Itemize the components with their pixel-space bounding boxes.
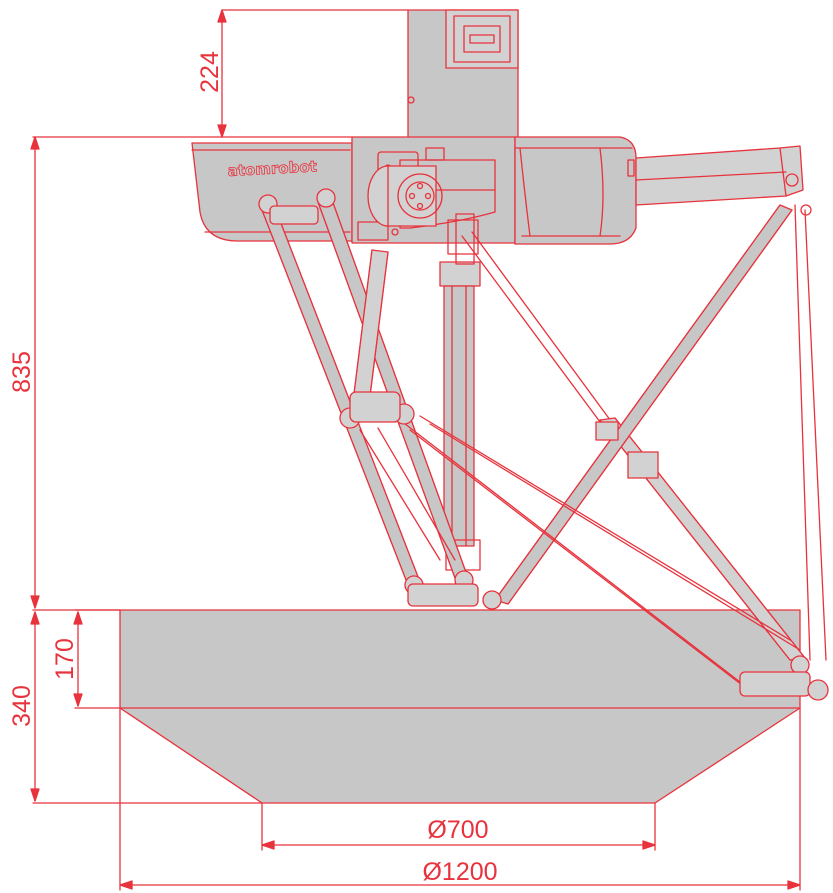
extended-upper-arm (635, 145, 812, 216)
dimension-lines (30, 9, 801, 891)
motor-column (407, 9, 519, 139)
dimension-labels: 224 835 340 170 Ø700 Ø1200 (8, 51, 498, 886)
drive-motor (367, 165, 443, 227)
center-telescopic-shaft (439, 213, 481, 571)
label-top-diameter: Ø1200 (422, 858, 497, 886)
label-robot-height: 835 (8, 351, 36, 393)
label-cylinder-height: 170 (51, 638, 79, 680)
workspace-envelope (119, 609, 801, 804)
label-bottom-diameter: Ø700 (427, 816, 488, 844)
joints (258, 188, 829, 701)
label-flange-height: 224 (196, 51, 224, 93)
parallel-arm-links (261, 199, 827, 696)
brand-logo: atomrobot (227, 157, 317, 180)
label-workspace-height: 340 (8, 685, 36, 727)
